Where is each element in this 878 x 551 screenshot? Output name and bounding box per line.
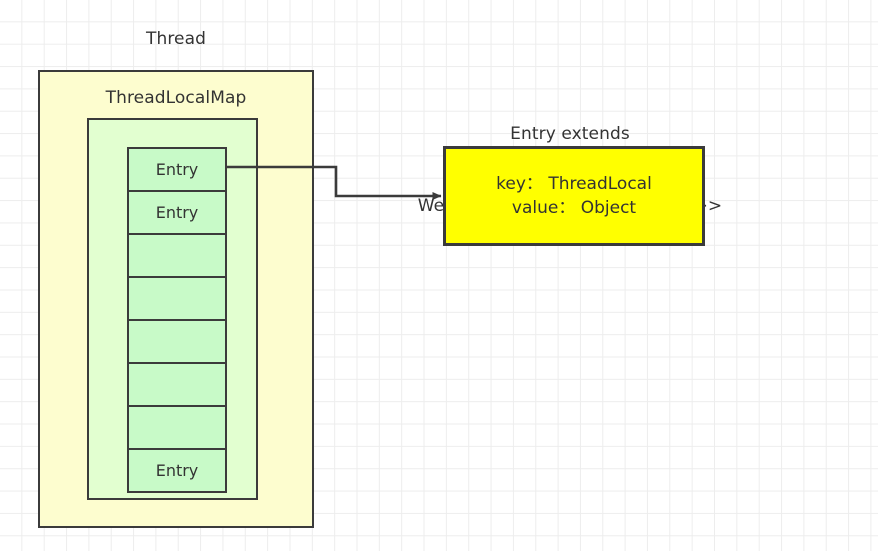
entry-cell bbox=[127, 319, 227, 362]
entry-cell bbox=[127, 276, 227, 319]
entry-cell: Entry bbox=[127, 147, 227, 190]
entry-cell bbox=[127, 362, 227, 405]
entry-cell bbox=[127, 405, 227, 448]
thread-title-label: Thread bbox=[145, 29, 207, 49]
entry-key-line: key： ThreadLocal bbox=[496, 174, 652, 194]
entry-detail-box: key： ThreadLocal value： Object bbox=[443, 146, 705, 246]
entry-table: Entry Entry Entry bbox=[127, 147, 227, 493]
entry-cell: Entry bbox=[127, 448, 227, 493]
threadlocalmap-title-label: ThreadLocalMap bbox=[105, 88, 247, 108]
entry-value-line: value： Object bbox=[511, 198, 637, 218]
entry-cell bbox=[127, 233, 227, 276]
entry-heading-line-1: Entry extends bbox=[510, 124, 630, 144]
entry-cell: Entry bbox=[127, 190, 227, 233]
